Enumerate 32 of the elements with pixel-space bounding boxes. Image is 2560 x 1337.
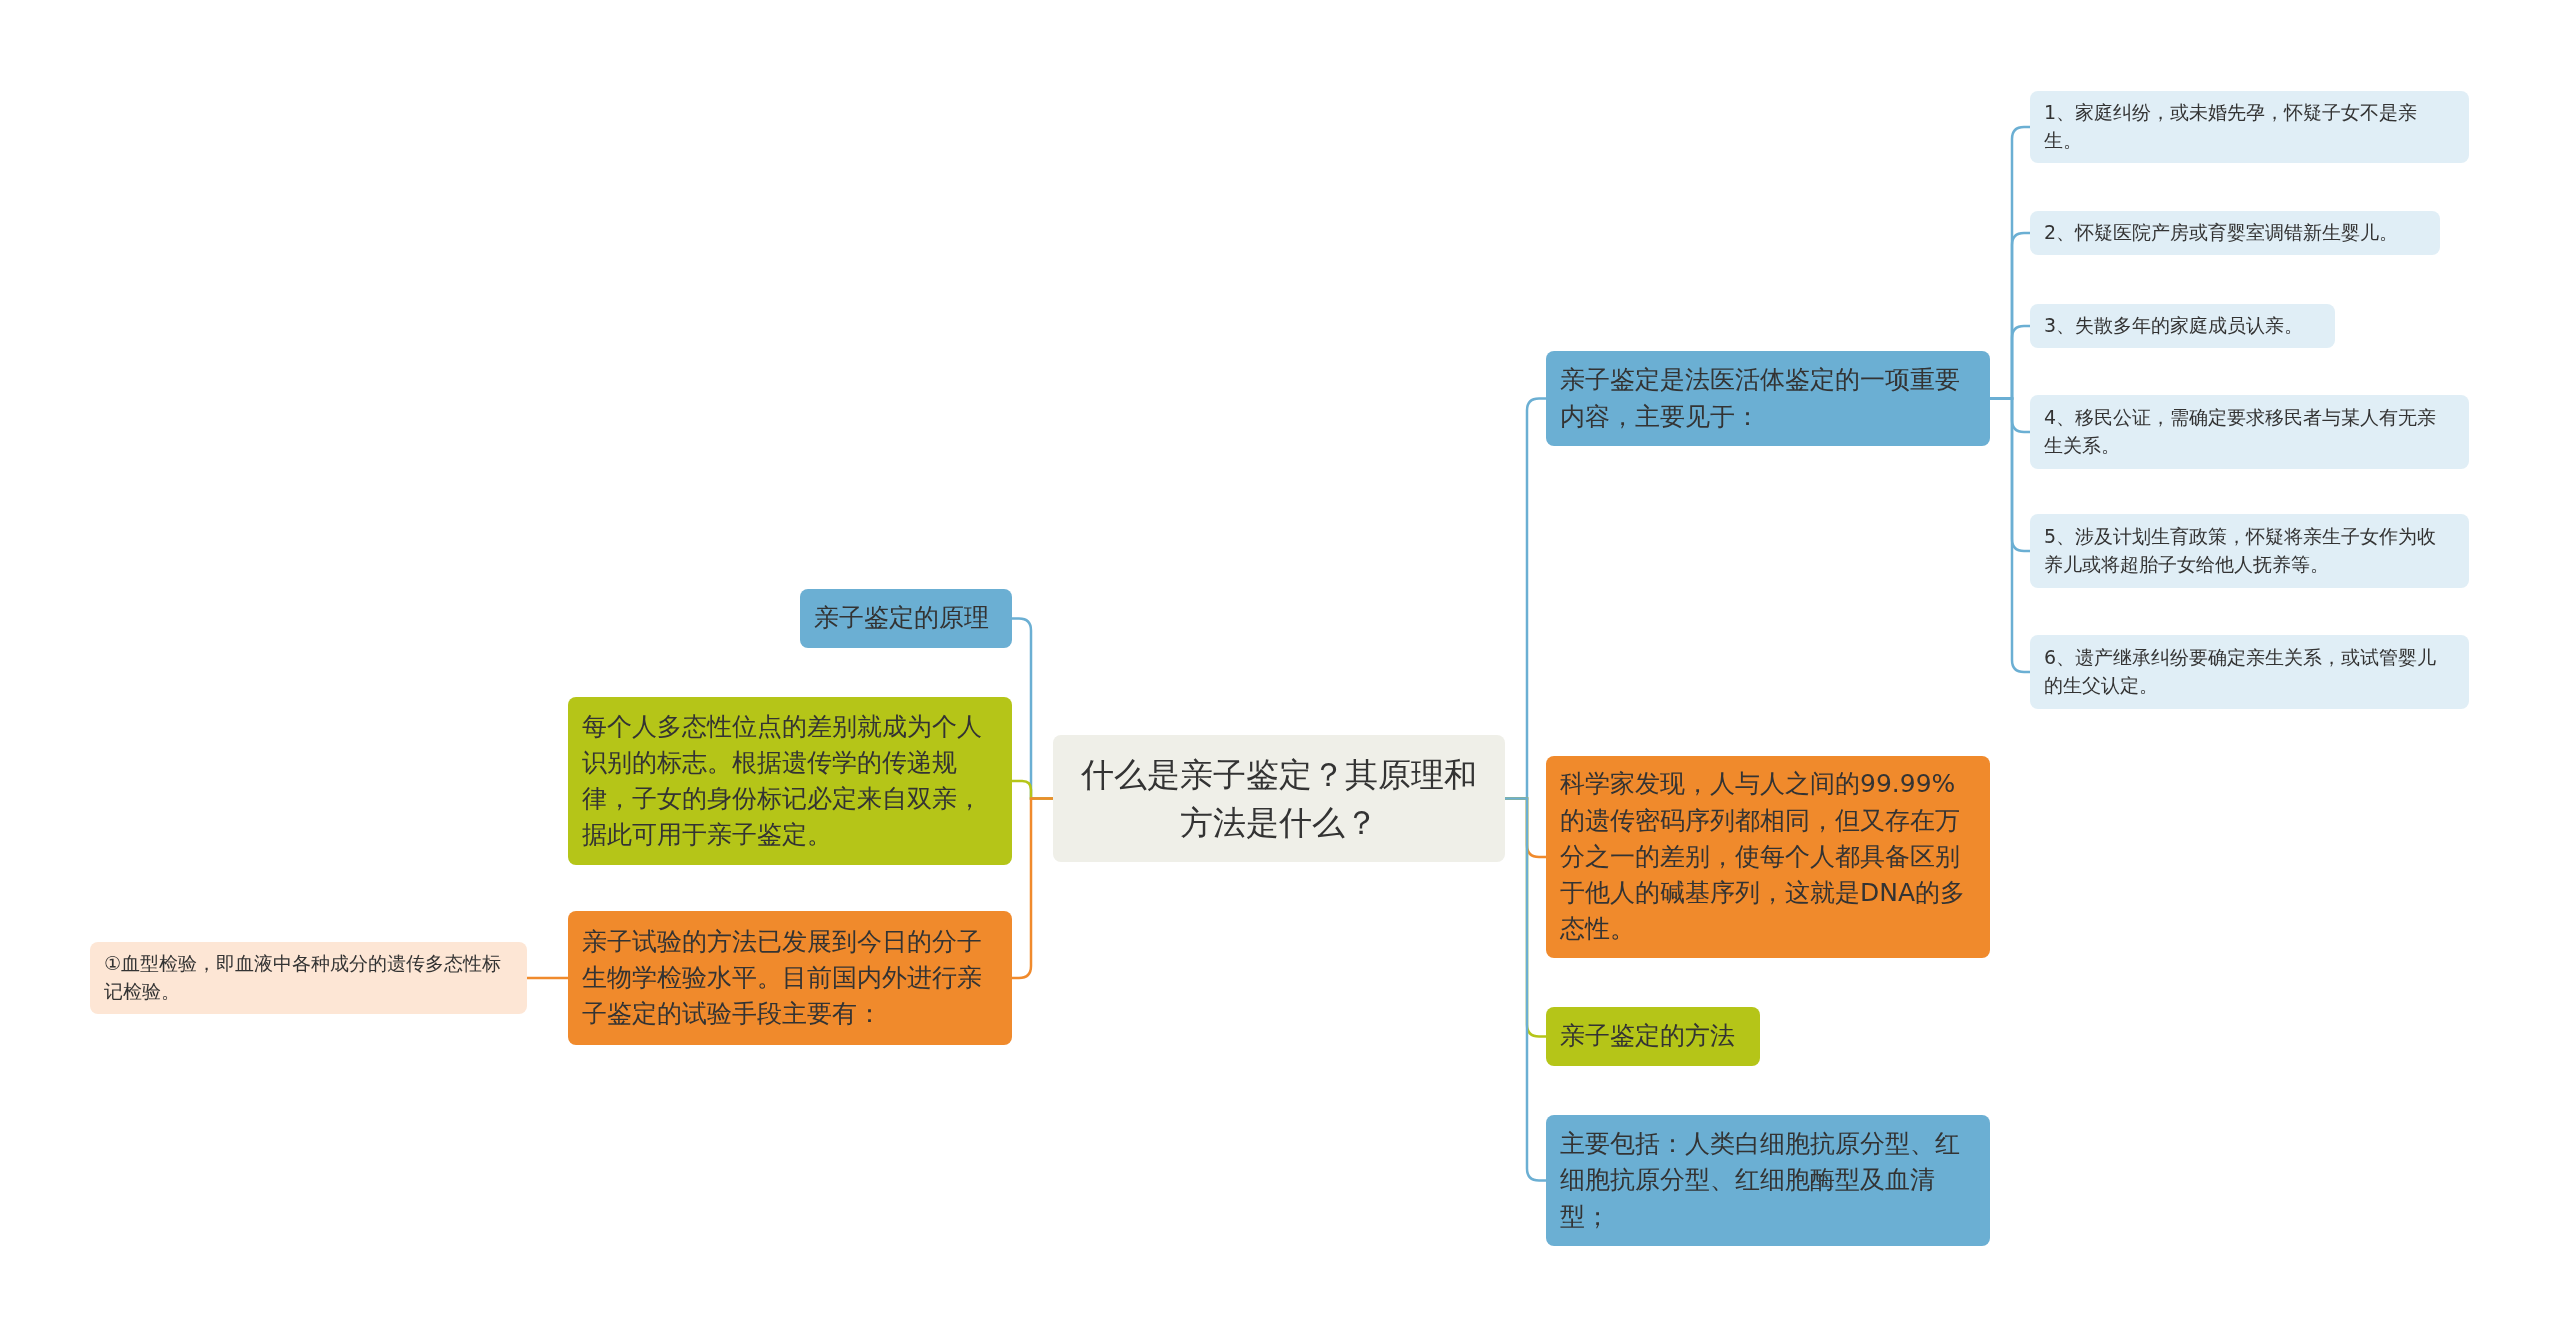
leaf-box xyxy=(2030,304,2335,348)
node-text: 亲子鉴定是法医活体鉴定的一项重要内容，主要见于： xyxy=(1560,364,1961,433)
leaf-box xyxy=(2030,514,2469,588)
node-text: 主要包括：人类白细胞抗原分型、红细胞抗原分型、红细胞酶型及血清型； xyxy=(1560,1128,1961,1233)
node-text: 亲子鉴定的方法 xyxy=(1560,1020,1736,1053)
branch-box xyxy=(1546,1007,1760,1066)
branch-box xyxy=(568,911,1012,1045)
node-text: 5、涉及计划生育政策，怀疑将亲生子女作为收养儿或将超胎子女给他人抚养等。 xyxy=(2044,524,2438,577)
branch-box xyxy=(1546,351,1990,446)
node-text: 每个人多态性位点的差别就成为个人识别的标志。根据遗传学的传递规律，子女的身份标记必定来自双亲，据此可用于亲子鉴定。 xyxy=(582,710,983,852)
leaf-box xyxy=(2030,395,2469,469)
leaf-box xyxy=(2030,635,2469,709)
branch-box xyxy=(1546,756,1990,958)
node-text: ①血型检验，即血液中各种成分的遗传多态性标记检验。 xyxy=(104,951,503,1004)
node-text: 6、遗产继承纠纷要确定亲生关系，或试管婴儿的生父认定。 xyxy=(2044,645,2438,698)
node-text: 3、失散多年的家庭成员认亲。 xyxy=(2044,313,2305,339)
leaf-box xyxy=(2030,211,2440,255)
branch-box xyxy=(800,589,1012,648)
connector-line xyxy=(1012,797,1053,980)
leaf-box xyxy=(90,942,527,1014)
branch-box xyxy=(1546,1115,1990,1246)
node-text: 科学家发现，人与人之间的99.99%的遗传密码序列都相同，但又存在万分之一的差别，使每个人都具备区别于他人的碱基序列，这就是DNA的多态性。 xyxy=(1560,768,1967,946)
topic-box xyxy=(1053,735,1505,862)
node-text: 亲子鉴定的原理 xyxy=(814,602,990,635)
node-text: 什么是亲子鉴定？其原理和方法是什么？ xyxy=(1080,753,1478,844)
connector-line xyxy=(527,976,568,980)
node-text: 2、怀疑医院产房或育婴室调错新生婴儿。 xyxy=(2044,220,2400,246)
leaf-box xyxy=(2030,91,2469,163)
branch-box xyxy=(568,697,1012,865)
node-text: 1、家庭纠纷，或未婚先孕，怀疑子女不是亲生。 xyxy=(2044,100,2419,153)
node-text: 4、移民公证，需确定要求移民者与某人有无亲生关系。 xyxy=(2044,405,2438,458)
node-text: 亲子试验的方法已发展到今日的分子生物学检验水平。目前国内外进行亲子鉴定的试验手段主要有： xyxy=(582,925,983,1031)
